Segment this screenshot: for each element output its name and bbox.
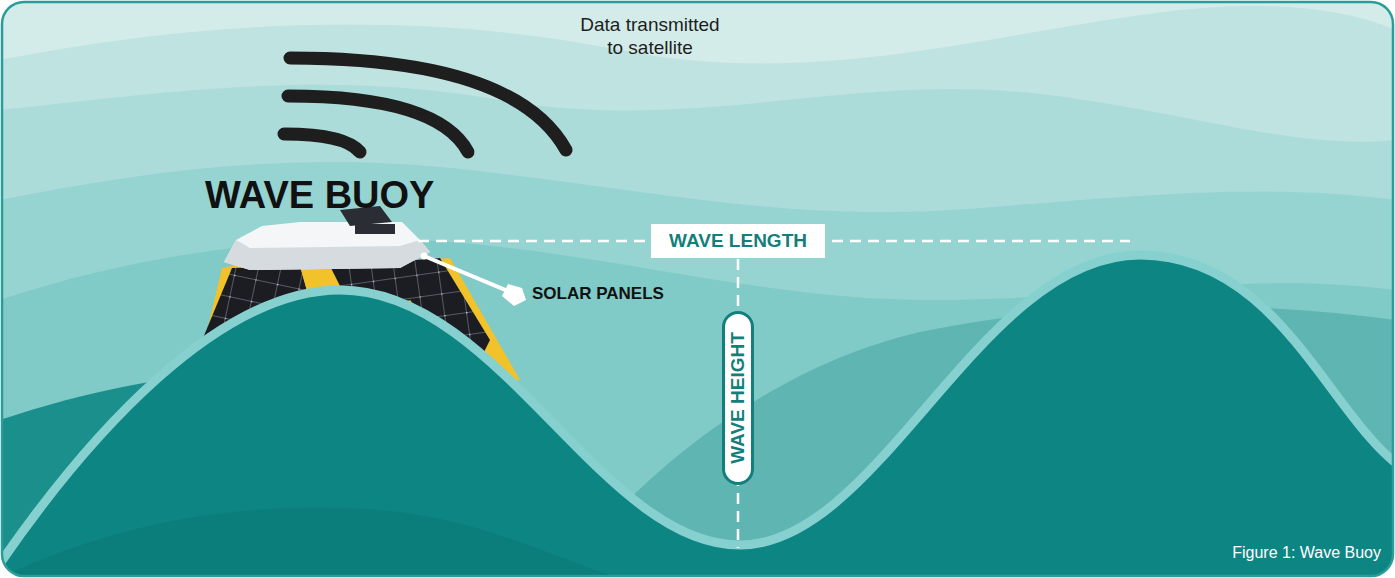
node-text: WAVE HEIGHT	[727, 332, 749, 464]
signal-arcs	[284, 58, 566, 152]
part-label: SOLAR PANELS	[532, 284, 664, 304]
dimension-pill: WAVE HEIGHT	[722, 311, 754, 485]
dimension-lines	[418, 241, 1130, 548]
node-text: WAVE LENGTH	[669, 230, 807, 252]
figure-caption: Figure 1: Wave Buoy	[1232, 544, 1381, 562]
dimension-label: WAVE LENGTH	[651, 224, 825, 258]
leader-line	[421, 253, 527, 307]
signal-note: Data transmitted to satellite	[575, 14, 725, 60]
buoy-title: WAVE BUOY	[205, 174, 434, 217]
